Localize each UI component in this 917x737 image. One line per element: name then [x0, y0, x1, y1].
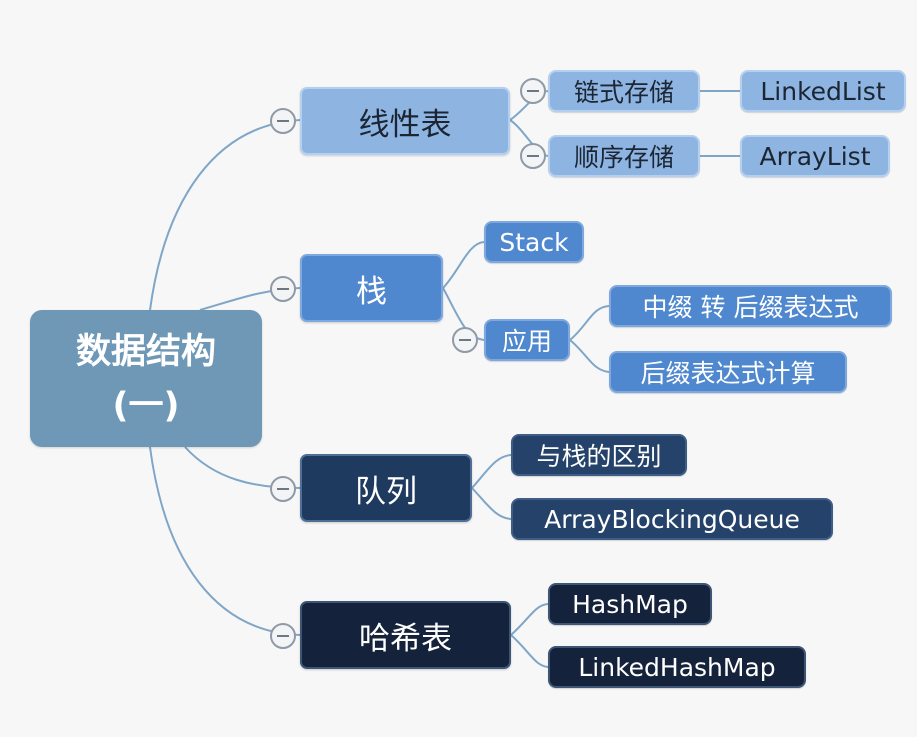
- topic-linear-list[interactable]: 线性表: [300, 87, 510, 155]
- topic-stack[interactable]: 栈: [300, 254, 443, 322]
- subtopic-stack-class[interactable]: Stack: [484, 221, 584, 263]
- subtopic-label: LinkedHashMap: [578, 652, 776, 682]
- subtopic-label: LinkedList: [760, 76, 886, 106]
- subtopic-postfix-evaluation[interactable]: 后缀表达式计算: [609, 351, 847, 393]
- subtopic-linked-storage[interactable]: 链式存储: [548, 70, 700, 112]
- collapse-toggle-icon[interactable]: [270, 623, 296, 649]
- subtopic-difference-from-stack[interactable]: 与栈的区别: [511, 434, 687, 476]
- collapse-toggle-icon[interactable]: [520, 143, 546, 169]
- link-stack-class: [442, 241, 485, 289]
- subtopic-arraylist[interactable]: ArrayList: [740, 135, 890, 177]
- subtopic-label: Stack: [499, 227, 569, 257]
- collapse-toggle-icon[interactable]: [452, 327, 478, 353]
- subtopic-sequential-storage[interactable]: 顺序存储: [548, 135, 700, 177]
- topic-label: 队列: [355, 473, 417, 510]
- subtopic-label: HashMap: [572, 589, 688, 619]
- link-hash-linkedhashmap: [510, 634, 549, 668]
- subtopic-infix-to-postfix[interactable]: 中缀 转 后缀表达式: [609, 285, 892, 327]
- topic-hash-table[interactable]: 哈希表: [300, 601, 511, 669]
- subtopic-label: 应用: [501, 327, 552, 356]
- collapse-toggle-icon[interactable]: [520, 78, 546, 104]
- subtopic-linkedlist[interactable]: LinkedList: [740, 70, 906, 112]
- link-root-hash: [149, 446, 301, 636]
- link-application-infix: [569, 305, 610, 341]
- link-stack-application: [442, 287, 485, 341]
- subtopic-label: 顺序存储: [573, 143, 674, 172]
- subtopic-linkedhashmap[interactable]: LinkedHashMap: [548, 646, 806, 688]
- link-application-postfix: [569, 339, 610, 373]
- root-title: 数据结构: [75, 331, 216, 372]
- subtopic-label: 与栈的区别: [536, 442, 662, 471]
- topic-label: 栈: [356, 273, 387, 310]
- topic-label: 哈希表: [359, 620, 452, 657]
- subtopic-label: 中缀 转 后缀表达式: [642, 293, 859, 322]
- topic-queue[interactable]: 队列: [300, 454, 472, 522]
- topic-label: 线性表: [358, 106, 452, 143]
- subtopic-label: 后缀表达式计算: [640, 359, 816, 388]
- subtopic-label: 链式存储: [573, 78, 674, 107]
- collapse-toggle-icon[interactable]: [270, 276, 296, 302]
- link-root-linear: [149, 119, 301, 311]
- subtopic-hashmap[interactable]: HashMap: [548, 583, 712, 625]
- subtopic-arrayblockingqueue[interactable]: ArrayBlockingQueue: [511, 498, 833, 540]
- root-topic[interactable]: 数据结构 (一): [30, 310, 262, 447]
- link-hash-hashmap: [510, 603, 549, 636]
- subtopic-label: ArrayList: [759, 141, 871, 171]
- subtopic-application[interactable]: 应用: [484, 319, 570, 361]
- collapse-toggle-icon[interactable]: [270, 108, 296, 134]
- subtopic-label: ArrayBlockingQueue: [544, 504, 800, 534]
- link-queue-abq: [471, 487, 512, 520]
- collapse-toggle-icon[interactable]: [270, 476, 296, 502]
- link-queue-diff: [471, 454, 512, 489]
- root-subtitle: (一): [112, 385, 180, 426]
